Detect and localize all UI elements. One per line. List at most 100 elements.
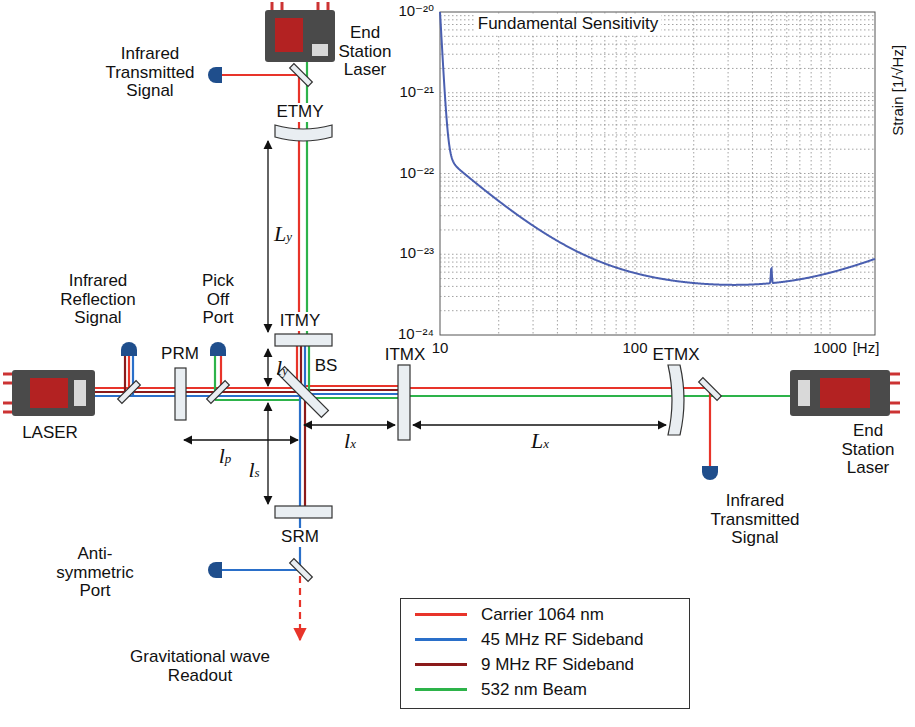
laser-sources: [312, 44, 328, 56]
signal-recycling-mirror: [275, 506, 332, 518]
legend-row: 532 nm Beam: [401, 677, 689, 702]
photodetectors: [208, 562, 222, 578]
photodetectors: [702, 466, 718, 480]
laser-sources: [317, 2, 320, 10]
chart-label: 10: [420, 340, 460, 357]
chart-grid: [440, 44, 875, 45]
photodetectors: [121, 342, 137, 356]
power-recycling-mirror: [175, 368, 186, 420]
laser-sources: [265, 2, 335, 62]
dimension-arrows: [267, 349, 268, 386]
laser-sources: [3, 411, 12, 414]
chart-grid: [440, 149, 875, 150]
laser-sources: [265, 10, 335, 62]
part-label: LASER: [15, 424, 85, 443]
laser-sources: [275, 18, 303, 52]
chart-label: 10⁻²⁴: [398, 326, 434, 343]
photodetectors: [121, 67, 718, 578]
chart-frame: [440, 12, 875, 335]
chart-grid: [440, 181, 875, 182]
beam-lines: [222, 569, 300, 571]
chart-label: 10⁻²³: [399, 245, 434, 262]
dimension-arrows: [267, 403, 268, 504]
chart-grid: [440, 96, 875, 97]
chart-grid: [440, 92, 875, 93]
chart-label: 100: [615, 340, 655, 357]
laser-sources: [890, 402, 900, 405]
legend-text: 532 nm Beam: [481, 680, 587, 700]
part-label: End Station Laser: [833, 422, 903, 478]
pick-off-mirror: [290, 64, 313, 87]
input-test-mass-y: [275, 334, 332, 346]
pick-off-mirror: [699, 378, 722, 401]
laser-sources: [3, 2, 900, 416]
part-label: ETMX: [650, 346, 702, 365]
chart-grid: [440, 68, 875, 69]
chart-label: [Hz]: [846, 340, 886, 357]
dimension-arrows: [184, 141, 666, 504]
pick-off-mirror: [118, 381, 141, 404]
mirrors: [118, 64, 722, 582]
legend-text: 45 MHz RF Sideband: [481, 630, 644, 650]
beam-lines: [128, 356, 130, 388]
pick-off-mirror: [207, 381, 230, 404]
dimension-arrows: [413, 424, 666, 425]
chart-grid: [440, 266, 875, 267]
dimension-label: ly: [273, 356, 291, 380]
chart-grid: [771, 12, 772, 335]
pick-off-mirror: [290, 559, 313, 582]
chart-grid: [440, 134, 875, 135]
laser-sources: [790, 370, 900, 416]
chart-grid: [811, 12, 812, 335]
chart-grid: [440, 124, 875, 125]
chart-label: 10⁻²²: [399, 165, 434, 182]
sensitivity-chart: [440, 12, 875, 335]
chart-grid: [440, 296, 875, 297]
chart-grid: [440, 173, 875, 174]
legend-row: 9 MHz RF Sideband: [401, 652, 689, 677]
chart-grid: [440, 191, 875, 192]
dimension-label: lp: [213, 444, 237, 468]
photodetectors: [208, 67, 222, 83]
part-label: Infrared Reflection Signal: [50, 272, 146, 328]
chart-grid: [498, 12, 499, 335]
dimension-arrows: [184, 439, 298, 440]
beam-lines: [299, 576, 301, 640]
chart-grid: [786, 12, 787, 335]
dimension-label: lx: [338, 429, 362, 453]
part-label: Anti-symmetric Port: [49, 545, 141, 601]
part-label: ITMY: [277, 312, 324, 331]
legend-swatch: [415, 688, 467, 691]
laser-sources: [798, 380, 810, 406]
beam-lines: [95, 62, 790, 640]
beam-lines: [709, 388, 711, 466]
chart-grid: [440, 262, 875, 263]
chart-grid: [626, 12, 627, 335]
beam-lines: [300, 393, 405, 395]
dimension-label: Ly: [271, 222, 295, 246]
laser-sources: [281, 2, 284, 10]
part-label: PRM: [158, 345, 202, 364]
beam-lines: [304, 340, 306, 392]
chart-label: Strain [1/√Hz]: [890, 20, 907, 160]
chart-label: 1000: [808, 340, 852, 357]
part-label: ETMY: [273, 103, 326, 122]
laser-sources: [820, 378, 870, 408]
chart-grid: [440, 272, 875, 273]
legend-box: Carrier 1064 nm45 MHz RF Sideband9 MHz R…: [400, 598, 690, 709]
legend-text: 9 MHz RF Sideband: [481, 655, 634, 675]
input-test-mass-x: [398, 365, 410, 440]
beam-lines: [300, 389, 405, 391]
chart-grid: [635, 12, 636, 335]
end-test-mass-y: [275, 125, 332, 141]
laser-sources: [30, 378, 68, 408]
part-label: Infrared Transmitted Signal: [700, 492, 810, 548]
laser-sources: [271, 2, 274, 10]
chart-grid: [440, 257, 875, 258]
beam-lines: [300, 385, 405, 387]
chart-grid: [440, 54, 875, 55]
laser-sources: [74, 380, 86, 406]
sensitivity-curve: [440, 12, 875, 285]
laser-sources: [890, 411, 900, 414]
